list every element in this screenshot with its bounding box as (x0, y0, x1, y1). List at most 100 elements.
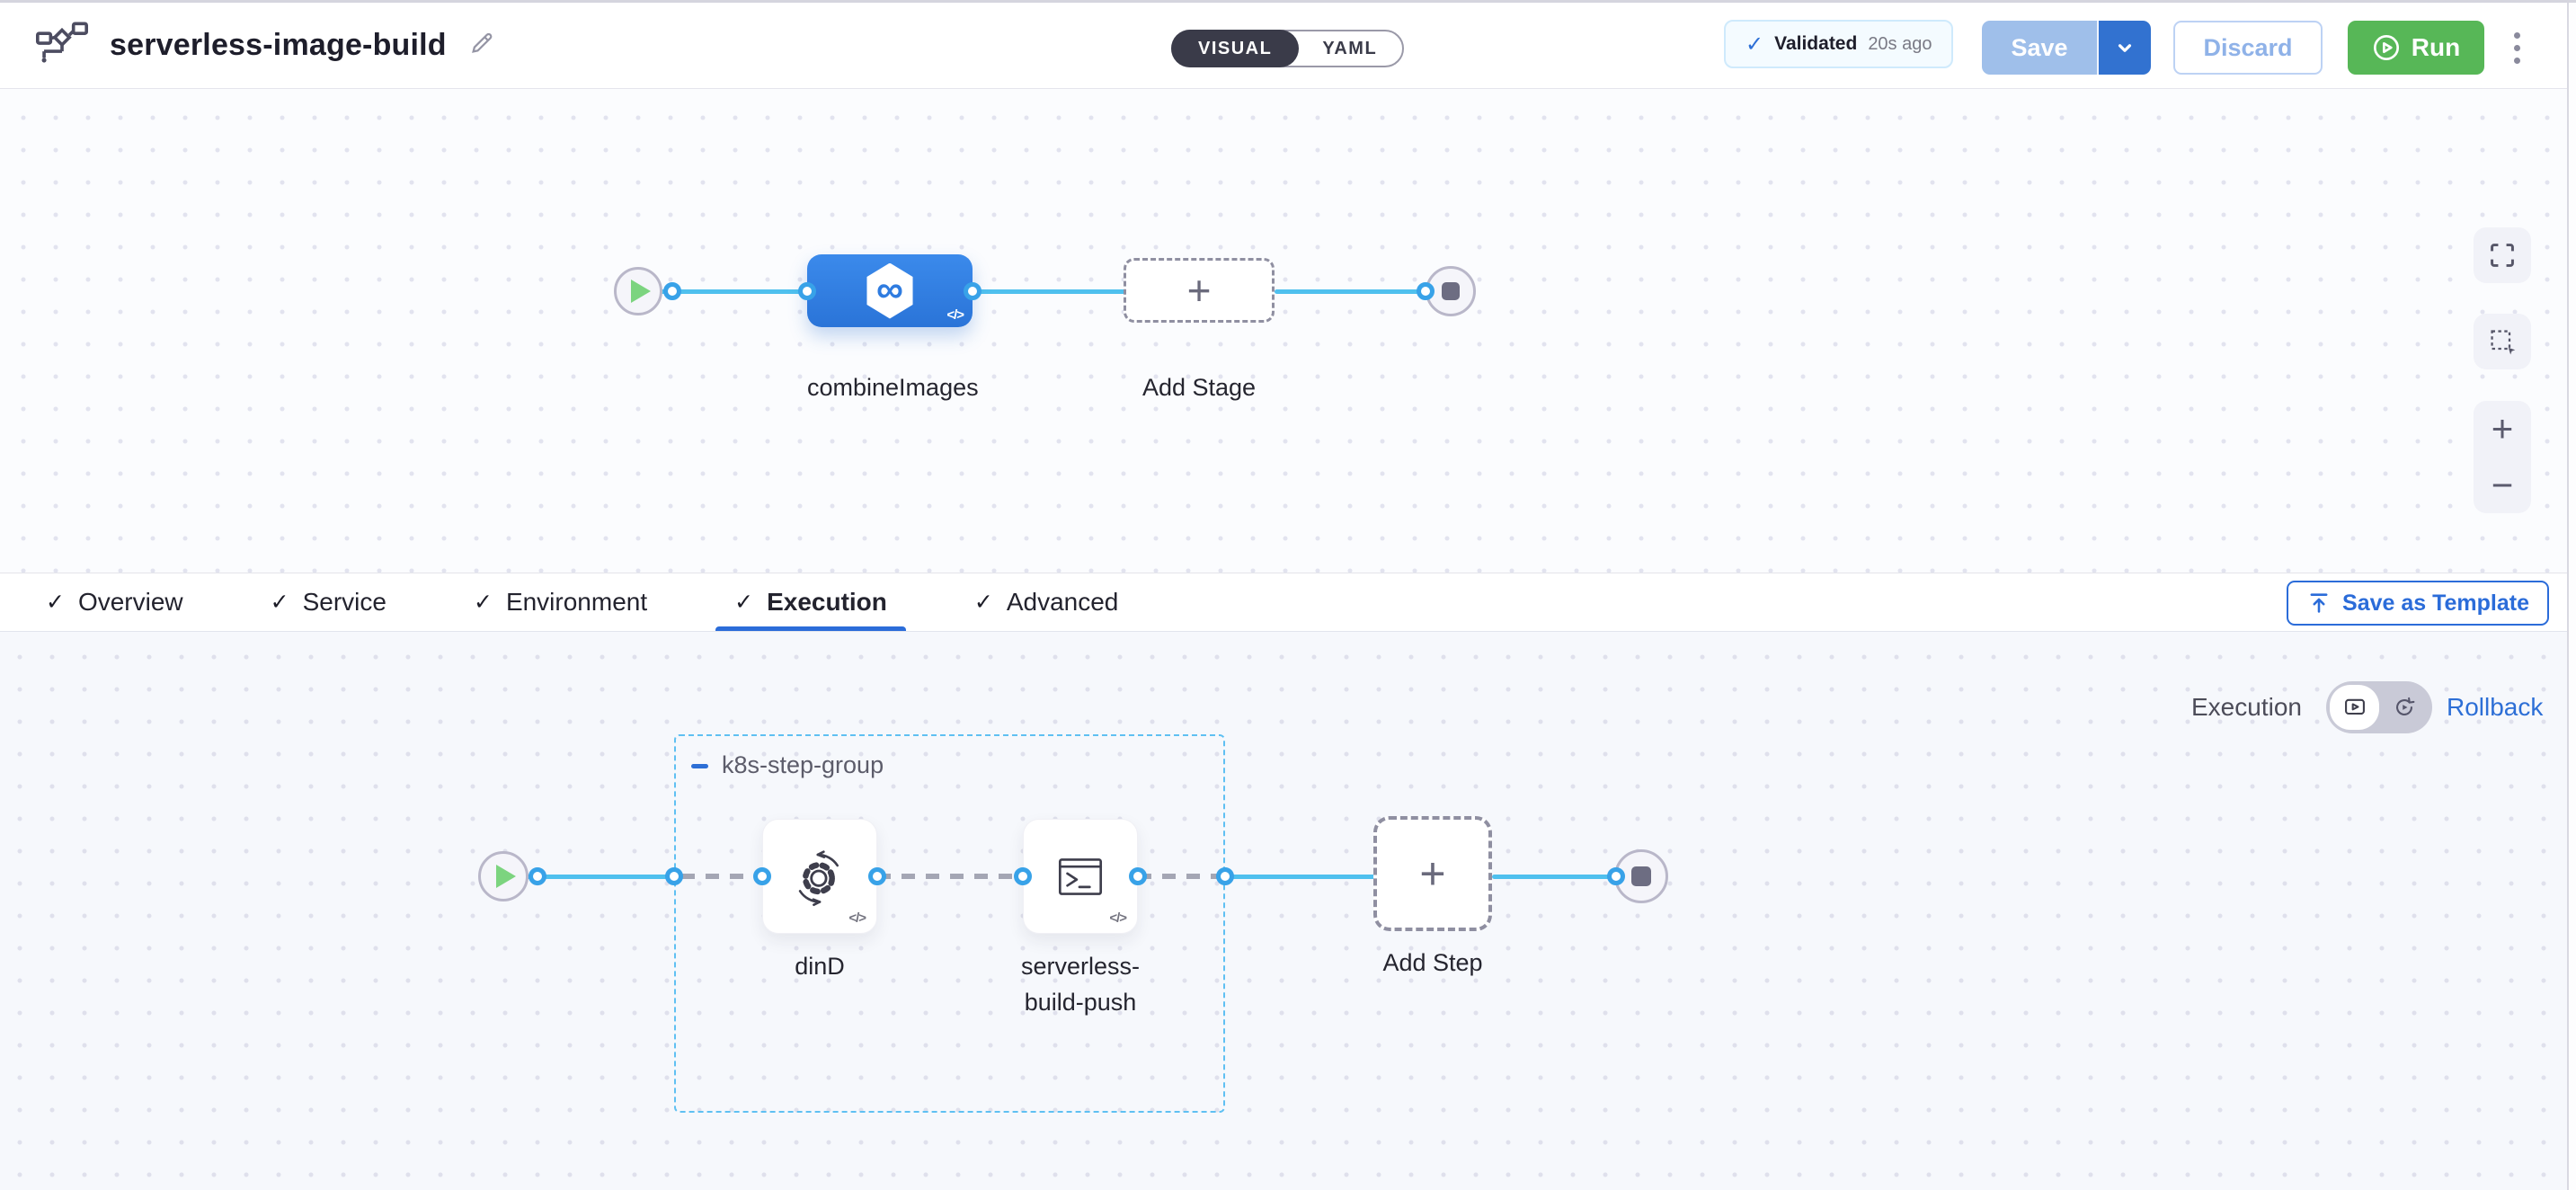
collapse-group-icon[interactable] (691, 764, 708, 768)
edge-serverless-groupexit (1138, 874, 1227, 879)
stage-config-tabs: ✓ Overview ✓ Service ✓ Environment ✓ Exe… (0, 573, 2567, 632)
connector-dot (753, 867, 771, 885)
connector-dot (868, 867, 886, 885)
pipeline-start-node (614, 267, 662, 315)
run-label: Run (2411, 33, 2461, 61)
chevron-down-icon (2118, 44, 2132, 52)
end-stop-icon (1442, 282, 1460, 300)
validation-time: 20s ago (1868, 33, 1932, 54)
plus-icon: + (1419, 848, 1446, 899)
rollback-link[interactable]: Rollback (2447, 693, 2544, 721)
zoom-controls: + − (2474, 401, 2531, 513)
zoom-out-button[interactable]: − (2491, 463, 2514, 506)
save-button[interactable]: Save (1982, 21, 2099, 75)
connector-dot (964, 282, 982, 300)
page-title: serverless-image-build (110, 28, 447, 62)
tab-check-icon: ✓ (734, 590, 754, 615)
validation-status: Validated (1774, 33, 1858, 54)
connector-dot (1014, 867, 1032, 885)
execution-rollback-toggle (2326, 681, 2432, 733)
tab-service[interactable]: ✓ Service (270, 588, 386, 616)
more-options-kebab-icon[interactable] (2508, 26, 2526, 69)
start-play-icon (631, 280, 651, 303)
run-button[interactable]: Run (2348, 21, 2484, 75)
connector-dot (1417, 282, 1435, 300)
execution-end-node (1614, 849, 1668, 903)
edge-dind-serverless (877, 874, 1023, 879)
terminal-icon (1058, 858, 1103, 895)
dind-gear-sync-icon (798, 850, 839, 907)
marquee-select-button[interactable] (2474, 314, 2531, 369)
connector-dot (798, 282, 816, 300)
connector-dot (529, 867, 546, 885)
edge-stage-addstage (973, 289, 1125, 294)
step-node-serverless-build-push[interactable]: </> (1023, 819, 1138, 934)
step-code-icon: </> (848, 910, 866, 926)
zoom-in-button[interactable]: + (2491, 407, 2514, 450)
discard-button[interactable]: Discard (2173, 21, 2323, 75)
validation-badge[interactable]: ✓ Validated 20s ago (1724, 20, 1954, 68)
toggle-visual[interactable]: VISUAL (1171, 30, 1300, 67)
save-options-caret[interactable] (2099, 21, 2151, 75)
start-play-icon (496, 865, 516, 888)
tab-advanced[interactable]: ✓ Advanced (973, 588, 1119, 616)
edge-addstage-end (1275, 289, 1452, 294)
save-split-button: Save (1982, 21, 2151, 75)
rollback-icon (2395, 697, 2414, 715)
connector-dot (1129, 867, 1147, 885)
step-label: dinD (795, 953, 845, 980)
fit-to-screen-button[interactable] (2474, 227, 2531, 283)
connector-dot (1607, 867, 1625, 885)
window-top-divider (0, 0, 2576, 3)
stage-canvas[interactable]: ∞ </> combineImages + Add Stage + − (0, 89, 2567, 573)
validated-check-icon: ✓ (1745, 31, 1764, 57)
connector-dot (665, 867, 683, 885)
edge-start-stage (638, 289, 809, 294)
marquee-select-icon (2491, 330, 2516, 355)
stage-code-icon: </> (946, 307, 964, 323)
pipeline-icon (36, 22, 88, 69)
stage-label: combineImages (807, 374, 979, 401)
step-code-icon: </> (1109, 910, 1127, 926)
tab-check-icon: ✓ (46, 590, 65, 615)
header-left: serverless-image-build (36, 3, 495, 88)
execution-view-label: Execution (2191, 693, 2302, 721)
upload-icon (2310, 593, 2328, 613)
tab-environment[interactable]: ✓ Environment (473, 588, 648, 616)
tab-check-icon: ✓ (473, 590, 493, 615)
stage-node-combineimages[interactable]: ∞ </> (807, 254, 973, 327)
add-step-label: Add Step (1382, 949, 1483, 976)
connector-dot (663, 282, 681, 300)
step-node-dind[interactable]: </> (762, 819, 877, 934)
edge-addstep-end (1492, 875, 1643, 879)
visual-yaml-toggle: VISUAL YAML (1171, 30, 1405, 67)
execution-start-node (478, 851, 529, 901)
tab-overview[interactable]: ✓ Overview (46, 588, 183, 616)
step-label: serverless-build-push (1020, 953, 1141, 1016)
save-as-template-button[interactable]: Save as Template (2287, 581, 2549, 626)
rollback-view-button[interactable] (2379, 685, 2429, 730)
edit-title-icon[interactable] (468, 30, 495, 61)
add-step-button[interactable]: + (1373, 816, 1492, 931)
edge-start-group (503, 875, 676, 879)
edge-group-addstep (1225, 875, 1375, 879)
ci-stage-hexagon-icon: ∞ (866, 262, 913, 319)
tab-execution[interactable]: ✓ Execution (715, 573, 906, 631)
toggle-yaml[interactable]: YAML (1322, 38, 1378, 58)
step-group-container[interactable] (674, 734, 1225, 1113)
connector-dot (1216, 867, 1234, 885)
add-stage-button[interactable]: + (1124, 258, 1275, 323)
header: serverless-image-build VISUAL YAML ✓ Val… (0, 3, 2576, 89)
end-stop-icon (1631, 866, 1651, 886)
add-stage-label: Add Stage (1141, 374, 1257, 401)
execution-steps-icon (2344, 698, 2365, 715)
plus-icon: + (1186, 267, 1212, 314)
execution-view-button[interactable] (2330, 685, 2379, 730)
tab-check-icon: ✓ (270, 590, 289, 615)
edge-group-dind (681, 874, 762, 879)
run-play-icon (2373, 35, 2399, 60)
fit-screen-icon (2491, 244, 2514, 267)
execution-canvas[interactable]: Execution Rollback k8s-step-group (0, 632, 2567, 1190)
vertical-scrollbar[interactable] (2567, 3, 2576, 1190)
